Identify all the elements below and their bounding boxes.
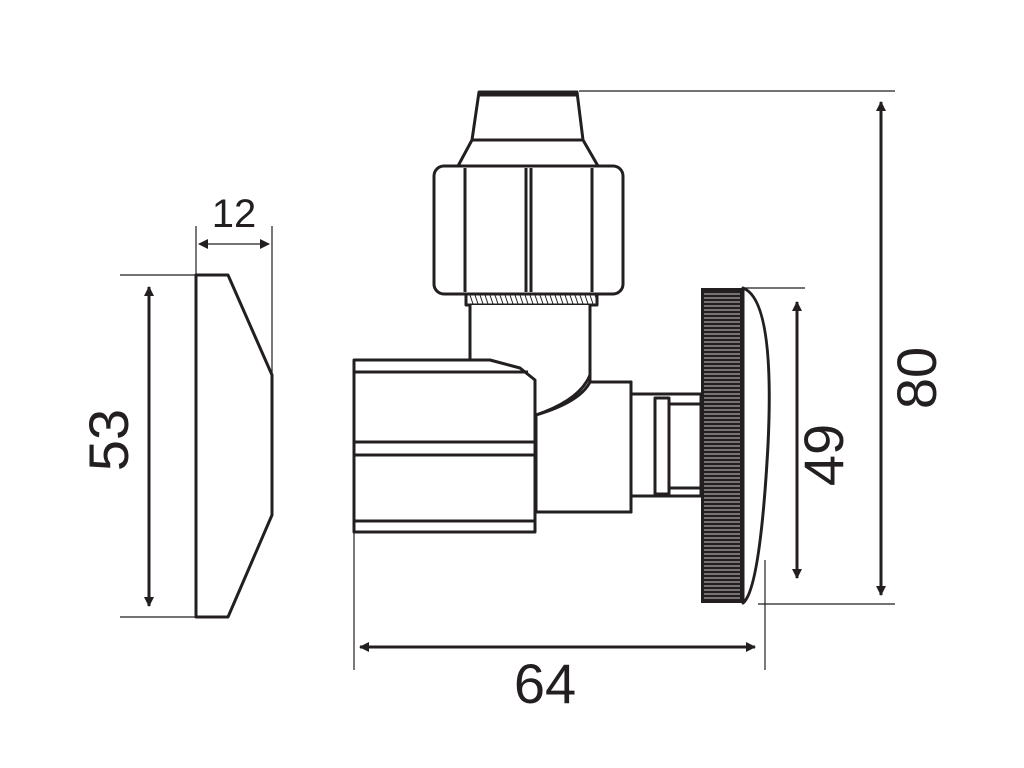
compression-fitting: [432, 90, 625, 307]
valve-elbow: [468, 303, 633, 514]
dim-label-flange-height: 53: [77, 409, 140, 471]
wall-flange: [120, 226, 274, 619]
dim-label-flange-thickness: 12: [212, 192, 257, 236]
dim-label-overall-height: 80: [885, 347, 948, 409]
valve-stem: [629, 392, 703, 498]
dim-label-body-length: 64: [514, 652, 576, 715]
handwheel: [701, 286, 805, 605]
extension-lines: [353, 90, 895, 670]
valve-inlet-body: [352, 358, 537, 534]
dim-label-handwheel-diameter: 49: [792, 424, 855, 486]
dimension-arrows: [144, 101, 886, 652]
